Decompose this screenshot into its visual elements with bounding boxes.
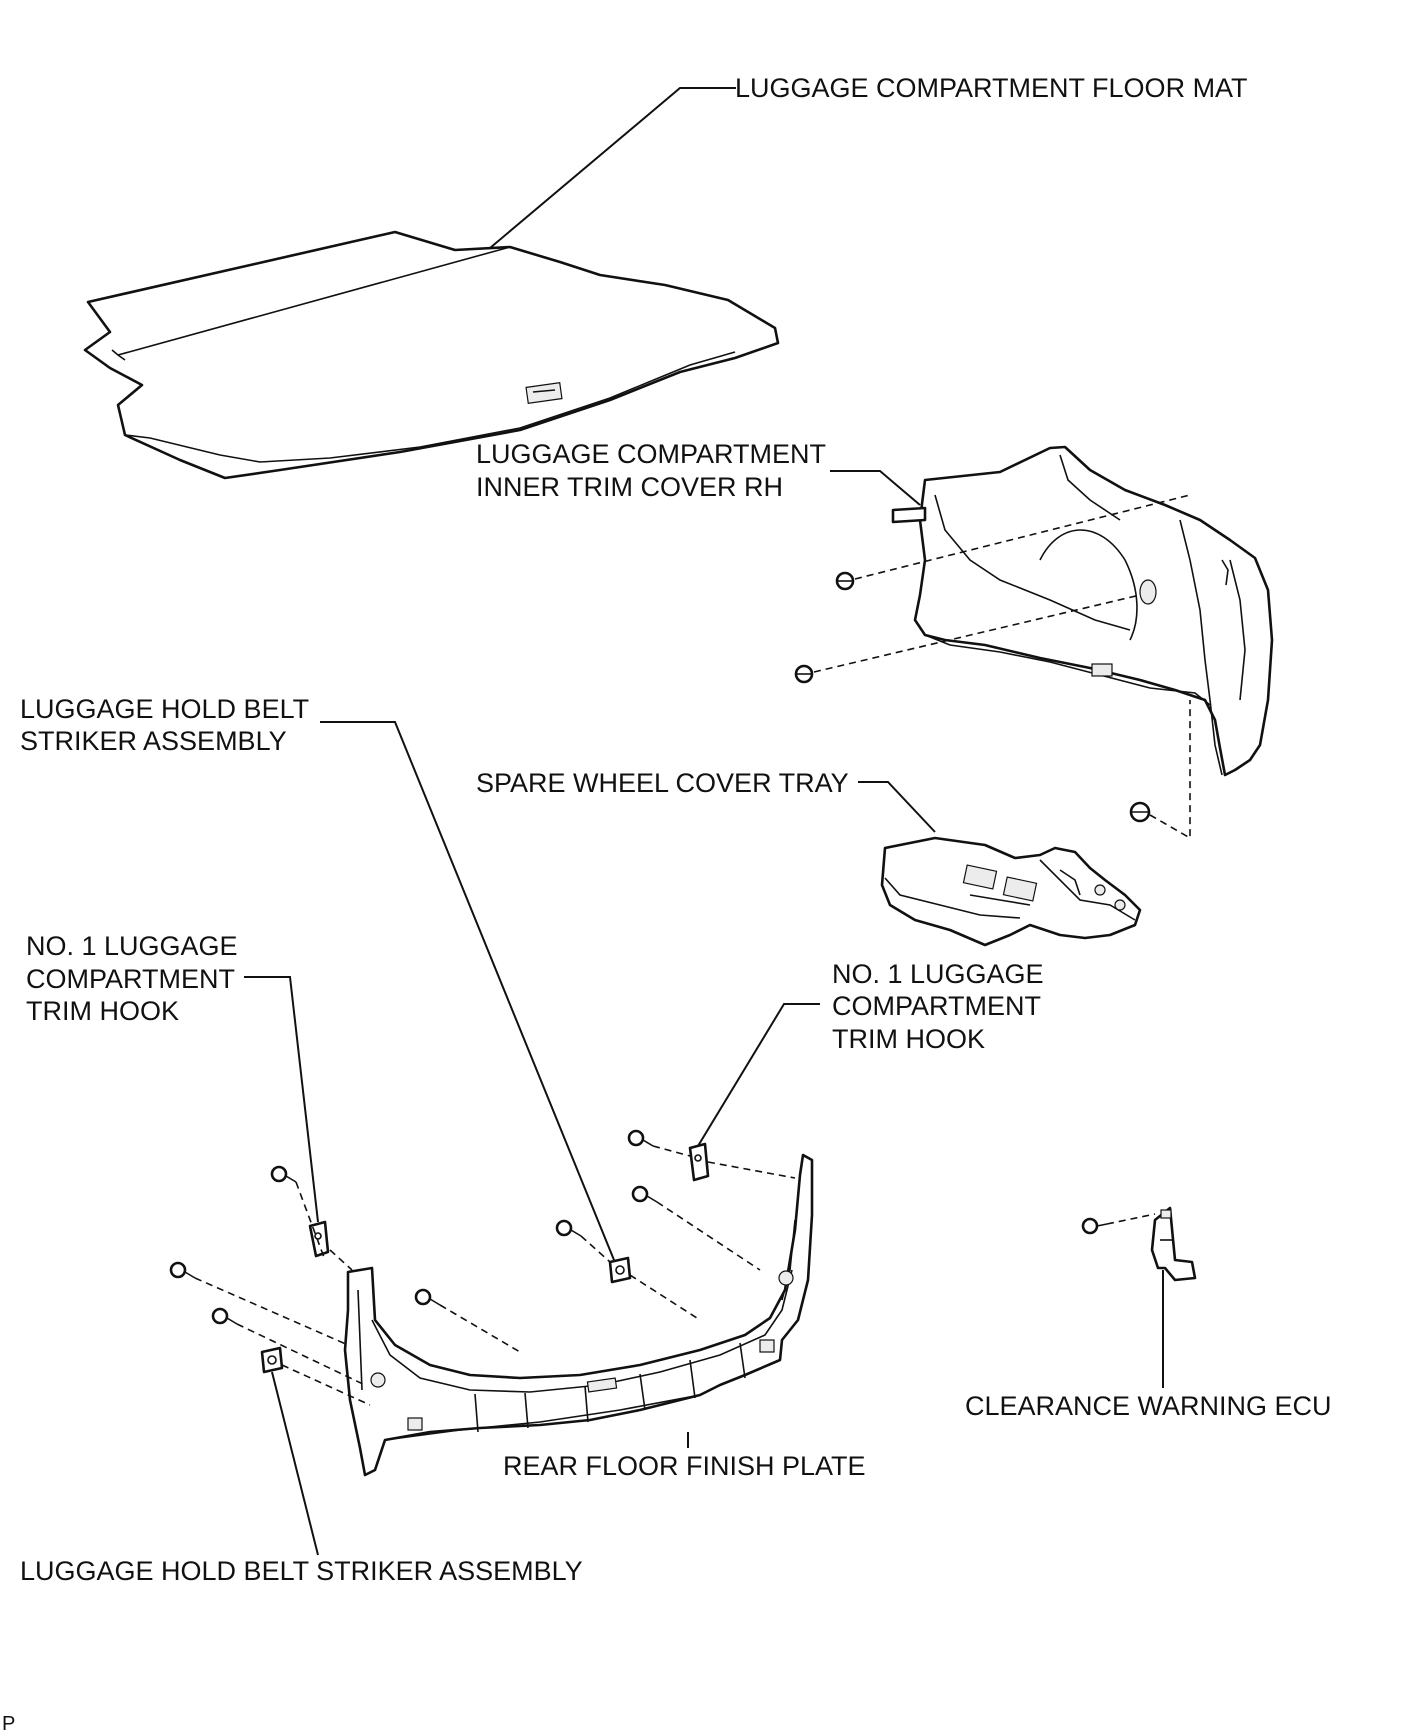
label-striker-top-line1: LUGGAGE HOLD BELT: [20, 694, 309, 724]
label-spare-wheel-tray: SPARE WHEEL COVER TRAY: [476, 768, 849, 798]
striker-icon: [260, 1346, 284, 1374]
screw-icon: [211, 1307, 238, 1325]
label-trim-hook-right-line1: NO. 1 LUGGAGE: [832, 959, 1044, 989]
leader-inner-trim-cover: [830, 470, 921, 506]
clip-icon: [794, 664, 814, 684]
screw-icon: [169, 1261, 196, 1279]
leader-trim-hook-left: [244, 976, 319, 1223]
clip-icon: [835, 571, 855, 591]
label-trim-hook-right-line3: TRIM HOOK: [832, 1024, 985, 1054]
spare-wheel-cover-tray-part: [880, 836, 1142, 947]
floor-mat-part: [83, 230, 780, 480]
label-inner-trim-cover-line1: LUGGAGE COMPARTMENT: [476, 439, 826, 469]
leader-striker-top: [320, 721, 615, 1261]
clip-icon: [1129, 801, 1151, 823]
screw-icon: [631, 1185, 658, 1203]
striker-icon: [608, 1256, 632, 1284]
clearance-warning-ecu-part: [1150, 1206, 1197, 1282]
screw-icon: [270, 1165, 297, 1183]
trim-hook-icon: [688, 1142, 710, 1182]
inner-trim-cover-rh-part: [891, 445, 1274, 777]
label-trim-hook-left-line1: NO. 1 LUGGAGE: [26, 931, 238, 961]
label-trim-hook-right-line2: COMPARTMENT: [832, 991, 1041, 1021]
screw-icon: [1081, 1217, 1108, 1235]
label-striker-bottom: LUGGAGE HOLD BELT STRIKER ASSEMBLY: [20, 1556, 583, 1586]
figure-code: P: [2, 1713, 15, 1734]
screw-icon: [555, 1219, 582, 1237]
leader-spare-tray: [858, 781, 936, 833]
label-striker-top-line2: STRIKER ASSEMBLY: [20, 726, 287, 756]
label-trim-hook-left-line3: TRIM HOOK: [26, 996, 179, 1026]
leader-striker-bottom: [271, 1371, 319, 1556]
screw-icon: [414, 1288, 441, 1306]
rear-floor-finish-plate-part: [343, 1153, 814, 1477]
label-trim-hook-left-line2: COMPARTMENT: [26, 964, 235, 994]
label-floor-mat: LUGGAGE COMPARTMENT FLOOR MAT: [735, 73, 1248, 103]
label-rear-floor-plate: REAR FLOOR FINISH PLATE: [503, 1451, 866, 1481]
label-clearance-ecu: CLEARANCE WARNING ECU: [965, 1391, 1332, 1421]
leader-trim-hook-right: [697, 1003, 820, 1147]
leader-floor-mat: [489, 87, 736, 249]
screw-icon: [627, 1129, 654, 1147]
label-inner-trim-cover-line2: INNER TRIM COVER RH: [476, 472, 783, 502]
